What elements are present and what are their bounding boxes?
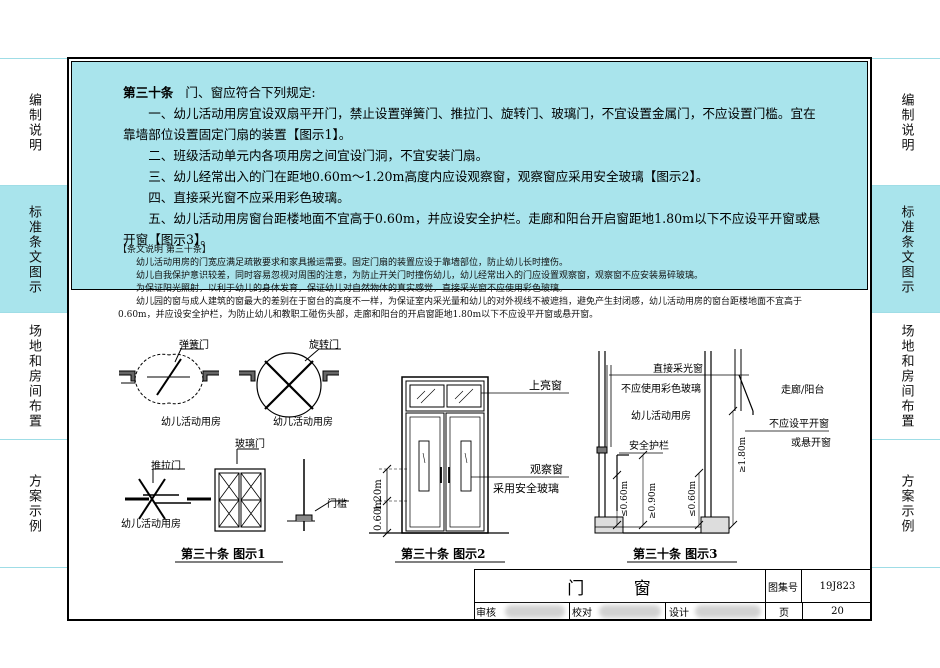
sidebar-item-label: 标准条文图示: [898, 204, 914, 295]
note-heading: 【条文说明 第三十条】: [118, 245, 211, 255]
note-paragraph: 幼儿园的窗与成人建筑的窗最大的差别在于窗台的高度不一样，为保证室内采光量和幼儿的…: [118, 297, 803, 320]
fig1-caption: 第三十条 图示1: [181, 546, 266, 561]
sidebar-item-label: 方案示例: [26, 473, 41, 534]
atlas-number-label: 图集号: [765, 570, 802, 603]
drawing-sheet: 第三十条 门、窗应符合下列规定: 一、幼儿活动用房宜设双扇平开门，禁止设置弹簧门…: [67, 57, 872, 621]
spring-door-plan: 幼儿活动用房 弹簧门: [119, 338, 221, 428]
fig1-spring-door-label: 弹簧门: [179, 338, 209, 351]
atlas-number: 19J823: [802, 570, 870, 603]
article-item-2: 二、班级活动单元内各项用房之间宜设门洞，不宜安装门扇。: [148, 148, 489, 163]
sidebar-item-label: 场地和房间布置: [26, 324, 41, 429]
sidebar-item-label: 标准条文图示: [26, 204, 41, 295]
fig1-glass-door-label: 玻璃门: [235, 437, 265, 450]
fig1-room-a-label: 幼儿活动用房: [161, 415, 221, 428]
sidebar-item-label: 方案示例: [898, 473, 914, 534]
sidebar-item-label: 编制说明: [898, 92, 914, 153]
left-sidebar: 编制说明 标准条文图示 场地和房间布置 方案示例: [0, 0, 67, 668]
fig1-room-b-label: 幼儿活动用房: [273, 415, 333, 428]
fig2-safety-glass-label: 采用安全玻璃: [493, 481, 559, 495]
fig2-view-window-label: 观察窗: [530, 462, 563, 476]
fig1-room-c-label: 幼儿活动用房: [121, 517, 181, 530]
design-label: 设计: [665, 603, 692, 619]
figure-3: ≤0.60m ≥0.90m ≤0.60m ≥1.80m 直接采光窗 不应使用彩色…: [594, 349, 831, 563]
sidebar-item-layout-right[interactable]: 场地和房间布置: [872, 312, 940, 440]
article-item-1: 一、幼儿活动用房宜设双扇平开门，禁止设置弹簧门、推拉门、旋转门、玻璃门，不宜设置…: [123, 106, 816, 142]
fig3-or-hung-label: 或悬开窗: [791, 436, 831, 449]
explanation-note: 【条文说明 第三十条】 幼儿活动用房的门宽应满足疏散要求和家具搬运需要。固定门扇…: [118, 244, 818, 322]
article-item-3: 三、幼儿经常出入的门在距地0.60m～1.20m高度内应设观察窗，观察窗应采用安…: [148, 169, 709, 184]
article-item-5: 五、幼儿活动用房窗台距楼地面不宜高于0.60m，并应设安全护栏。走廊和阳台开启窗…: [123, 211, 821, 247]
fig3-dim-090: ≥0.90m: [648, 482, 658, 519]
sidebar-item-label: 场地和房间布置: [898, 324, 914, 429]
figure-1: 幼儿活动用房 弹簧门 旋转门 幼儿活动用房: [119, 338, 349, 563]
fig3-dim-060a: ≤0.60m: [620, 480, 630, 517]
fig1-sliding-door-label: 推拉门: [151, 459, 181, 472]
drawing-title: 门 窗: [475, 570, 766, 603]
sidebar-item-standard-right[interactable]: 标准条文图示: [872, 185, 940, 313]
check-label: 校对: [569, 603, 594, 619]
sidebar-item-examples-right[interactable]: 方案示例: [872, 439, 940, 568]
article-heading: 第三十条: [123, 85, 174, 100]
fig1-threshold-label: 门槛: [327, 497, 347, 510]
fig3-no-color-label: 不应使用彩色玻璃: [621, 382, 701, 395]
fig3-no-casement-label: 不应设平开窗: [769, 417, 829, 430]
review-signature: [505, 605, 565, 618]
sidebar-item-compilation-right[interactable]: 编制说明: [872, 58, 940, 186]
sidebar-item-standard[interactable]: 标准条文图示: [0, 185, 67, 313]
fig3-dim-180: ≥1.80m: [738, 436, 748, 473]
figure-2: 1.20m 0.60m 上亮窗 观察窗 采用安全玻璃 第三十条 图示2: [369, 376, 569, 563]
fig3-dim-060b: ≤0.60m: [688, 480, 698, 517]
note-paragraph: 幼儿自我保护意识较差，同时容易忽视对周围的注意，为防止开关门时撞伤幼儿，幼儿经常…: [136, 271, 704, 281]
fig2-dim-low: 0.60m: [373, 499, 384, 531]
article-intro: 门、窗应符合下列规定:: [185, 85, 316, 100]
standard-text: 第三十条 门、窗应符合下列规定: 一、幼儿活动用房宜设双扇平开门，禁止设置弹簧门…: [123, 82, 823, 250]
fig3-direct-window-label: 直接采光窗: [653, 362, 703, 375]
fig3-caption: 第三十条 图示3: [633, 546, 718, 561]
fig3-guardrail-label: 安全护栏: [629, 439, 669, 452]
revolving-door-plan: 旋转门 幼儿活动用房: [239, 338, 341, 428]
standard-text-box: 第三十条 门、窗应符合下列规定: 一、幼儿活动用房宜设双扇平开门，禁止设置弹簧门…: [71, 61, 868, 290]
review-label: 审核: [476, 608, 496, 619]
fig3-corridor-label: 走廊/阳台: [781, 383, 824, 396]
page-number: 20: [831, 606, 844, 617]
design-signature: [695, 605, 761, 618]
glass-door-elevation: 玻璃门: [214, 437, 266, 532]
sidebar-item-label: 编制说明: [26, 92, 41, 153]
check-signature: [599, 605, 661, 618]
fig2-dim-high: 1.20m: [373, 479, 384, 511]
sliding-door-plan: 推拉门 幼儿活动用房: [121, 459, 211, 530]
threshold-section: 门槛: [287, 459, 349, 531]
note-paragraph: 为保证阳光照射，以利于幼儿的身体发育，保证幼儿对自然物体的真实感觉，直接采光窗不…: [136, 284, 569, 294]
figures-drawing: 幼儿活动用房 弹簧门 旋转门 幼儿活动用房: [119, 338, 831, 563]
note-paragraph: 幼儿活动用房的门宽应满足疏散要求和家具搬运需要。固定门扇的装置应设于靠墙部位，防…: [136, 258, 569, 268]
sidebar-item-examples[interactable]: 方案示例: [0, 439, 67, 568]
sidebar-item-compilation[interactable]: 编制说明: [0, 58, 67, 186]
right-sidebar: 编制说明 标准条文图示 场地和房间布置 方案示例: [872, 0, 940, 668]
fig3-room-label: 幼儿活动用房: [631, 409, 691, 422]
article-item-4: 四、直接采光窗不应采用彩色玻璃。: [148, 190, 350, 205]
fig1-revolving-door-label: 旋转门: [309, 338, 339, 351]
fig2-caption: 第三十条 图示2: [401, 546, 486, 561]
title-block: 门 窗 图集号 19J823 审核 校对 设计 页 20: [474, 569, 870, 619]
sidebar-item-layout[interactable]: 场地和房间布置: [0, 312, 67, 440]
fig2-transom-label: 上亮窗: [529, 378, 562, 392]
page-label: 页: [765, 603, 803, 619]
